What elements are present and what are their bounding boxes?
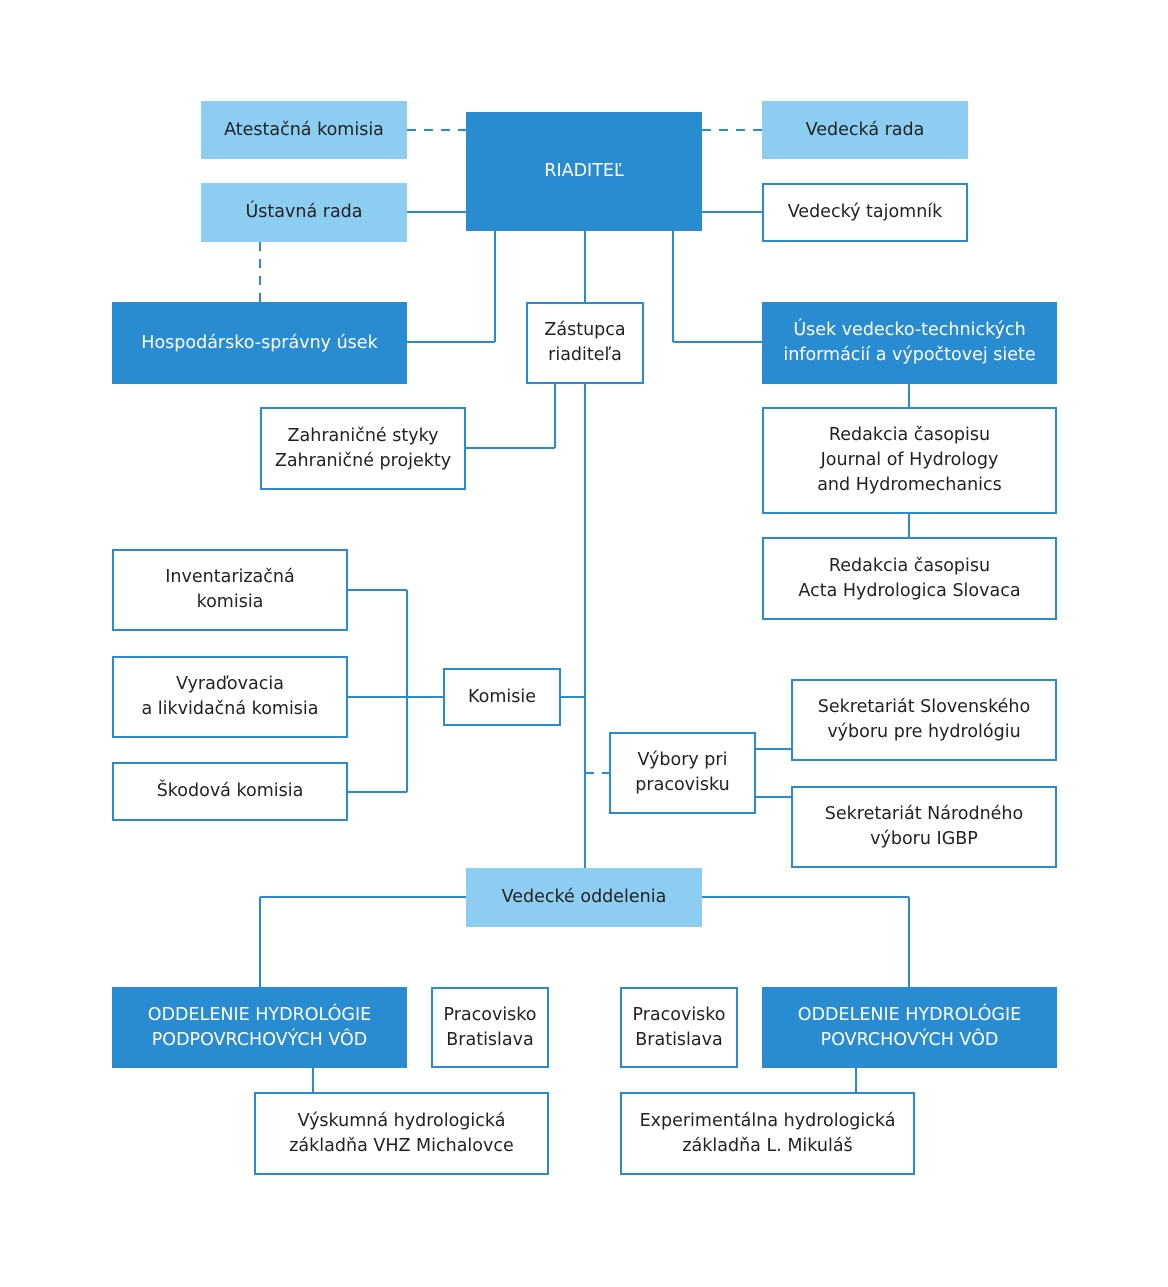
node-vyradovacia-komisia: Vyraďovacia a likvidačná komisia	[112, 656, 348, 738]
node-inventarizacna-komisia: Inventarizačná komisia	[112, 549, 348, 631]
node-label-line: Zahraničné styky	[287, 425, 439, 446]
node-label-line: Zástupca	[544, 320, 626, 340]
node-label-line: Vyraďovacia	[176, 674, 284, 694]
node-ustavna-rada: Ústavná rada	[201, 183, 407, 242]
node-label-line: pracovisku	[635, 775, 730, 795]
node-oddelenie-podpovrchovych-vod: ODDELENIE HYDROLÓGIE PODPOVRCHOVÝCH VÔD	[112, 987, 407, 1068]
node-label-line: PODPOVRCHOVÝCH VÔD	[151, 1029, 368, 1050]
node-vybory-pri-pracovisku: Výbory pri pracovisku	[609, 732, 756, 814]
node-label-line: Sekretariát Slovenského	[817, 697, 1031, 717]
node-komisie: Komisie	[443, 668, 561, 726]
node-label-line: ODDELENIE HYDROLÓGIE	[797, 1004, 1022, 1025]
node-label-line: Sekretariát Národného	[824, 804, 1024, 824]
node-usek-vti: Úsek vedecko-technických informácií a výp…	[762, 302, 1057, 384]
node-label-line: riaditeľa	[548, 345, 622, 365]
node-label-line: výboru pre hydrológiu	[827, 722, 1021, 742]
node-hospodarsko-spravny-usek: Hospodársko-správny úsek	[112, 302, 407, 384]
node-label-line: Komisie	[468, 686, 536, 707]
node-label-line: POVRCHOVÝCH VÔD	[820, 1029, 999, 1050]
node-label-line: Výbory pri	[637, 750, 728, 770]
node-label-line: RIADITEĽ	[544, 161, 624, 181]
node-label-line: and Hydromechanics	[817, 475, 1002, 495]
node-label-line: Experimentálna hydrologická	[639, 1110, 896, 1131]
node-label-line: Vedecká rada	[805, 119, 925, 140]
node-label-line: Škodová komisia	[156, 781, 304, 801]
node-label-line: Vedecký tajomník	[787, 202, 943, 222]
node-sekretariat-igbp: Sekretariát Národného výboru IGBP	[791, 786, 1057, 868]
node-label-line: Pracovisko	[443, 1004, 537, 1025]
node-experimentalna-zakladna: Experimentálna hydrologická základňa L. M…	[620, 1092, 915, 1175]
node-label-line: komisia	[196, 592, 264, 612]
node-label-line: Atestačná komisia	[224, 119, 384, 140]
node-vyskumna-zakladna: Výskumná hydrologická základňa VHZ Michal…	[254, 1092, 549, 1175]
node-label-line: Úsek vedecko-technických	[793, 320, 1026, 340]
node-label-line: informácií a výpočtovej siete	[783, 345, 1036, 365]
node-zastupca-riaditela: Zástupca riaditeľa	[526, 302, 644, 384]
node-label-line: Ústavná rada	[245, 202, 363, 222]
node-label-line: ODDELENIE HYDROLÓGIE	[147, 1004, 372, 1025]
node-label-line: Redakcia časopisu	[828, 555, 991, 576]
node-label-line: Bratislava	[446, 1029, 534, 1050]
node-skodova-komisia: Škodová komisia	[112, 762, 348, 821]
node-label-line: Zahraničné projekty	[274, 450, 452, 471]
node-label-line: Acta Hydrologica Slovaca	[798, 580, 1021, 601]
node-label-line: výboru IGBP	[870, 829, 978, 849]
node-label-line: Výskumná hydrologická	[297, 1110, 506, 1131]
node-atestacna-komisia: Atestačná komisia	[201, 101, 407, 159]
node-label-line: základňa VHZ Michalovce	[289, 1135, 514, 1156]
node-label-line: Pracovisko	[632, 1004, 726, 1025]
node-label-line: a likvidačná komisia	[141, 699, 319, 719]
node-sekretariat-shv: Sekretariát Slovenského výboru pre hydrol…	[791, 679, 1057, 761]
node-vedecka-rada: Vedecká rada	[762, 101, 968, 159]
node-label-line: základňa L. Mikuláš	[682, 1135, 853, 1156]
node-label-line: Journal of Hydrology	[820, 450, 999, 470]
node-vedecke-oddelenia: Vedecké oddelenia	[466, 868, 702, 927]
node-label-line: Bratislava	[635, 1029, 723, 1050]
node-vedecky-tajomnik: Vedecký tajomník	[762, 183, 968, 242]
node-label-line: Hospodársko-správny úsek	[141, 332, 378, 353]
node-label-line: Inventarizačná	[165, 567, 295, 587]
node-label-line: Redakcia časopisu	[828, 425, 991, 445]
node-riaditel: RIADITEĽ	[466, 112, 702, 231]
node-oddelenie-povrchovych-vod: ODDELENIE HYDROLÓGIE POVRCHOVÝCH VÔD	[762, 987, 1057, 1068]
node-label-line: Vedecké oddelenia	[501, 887, 667, 907]
